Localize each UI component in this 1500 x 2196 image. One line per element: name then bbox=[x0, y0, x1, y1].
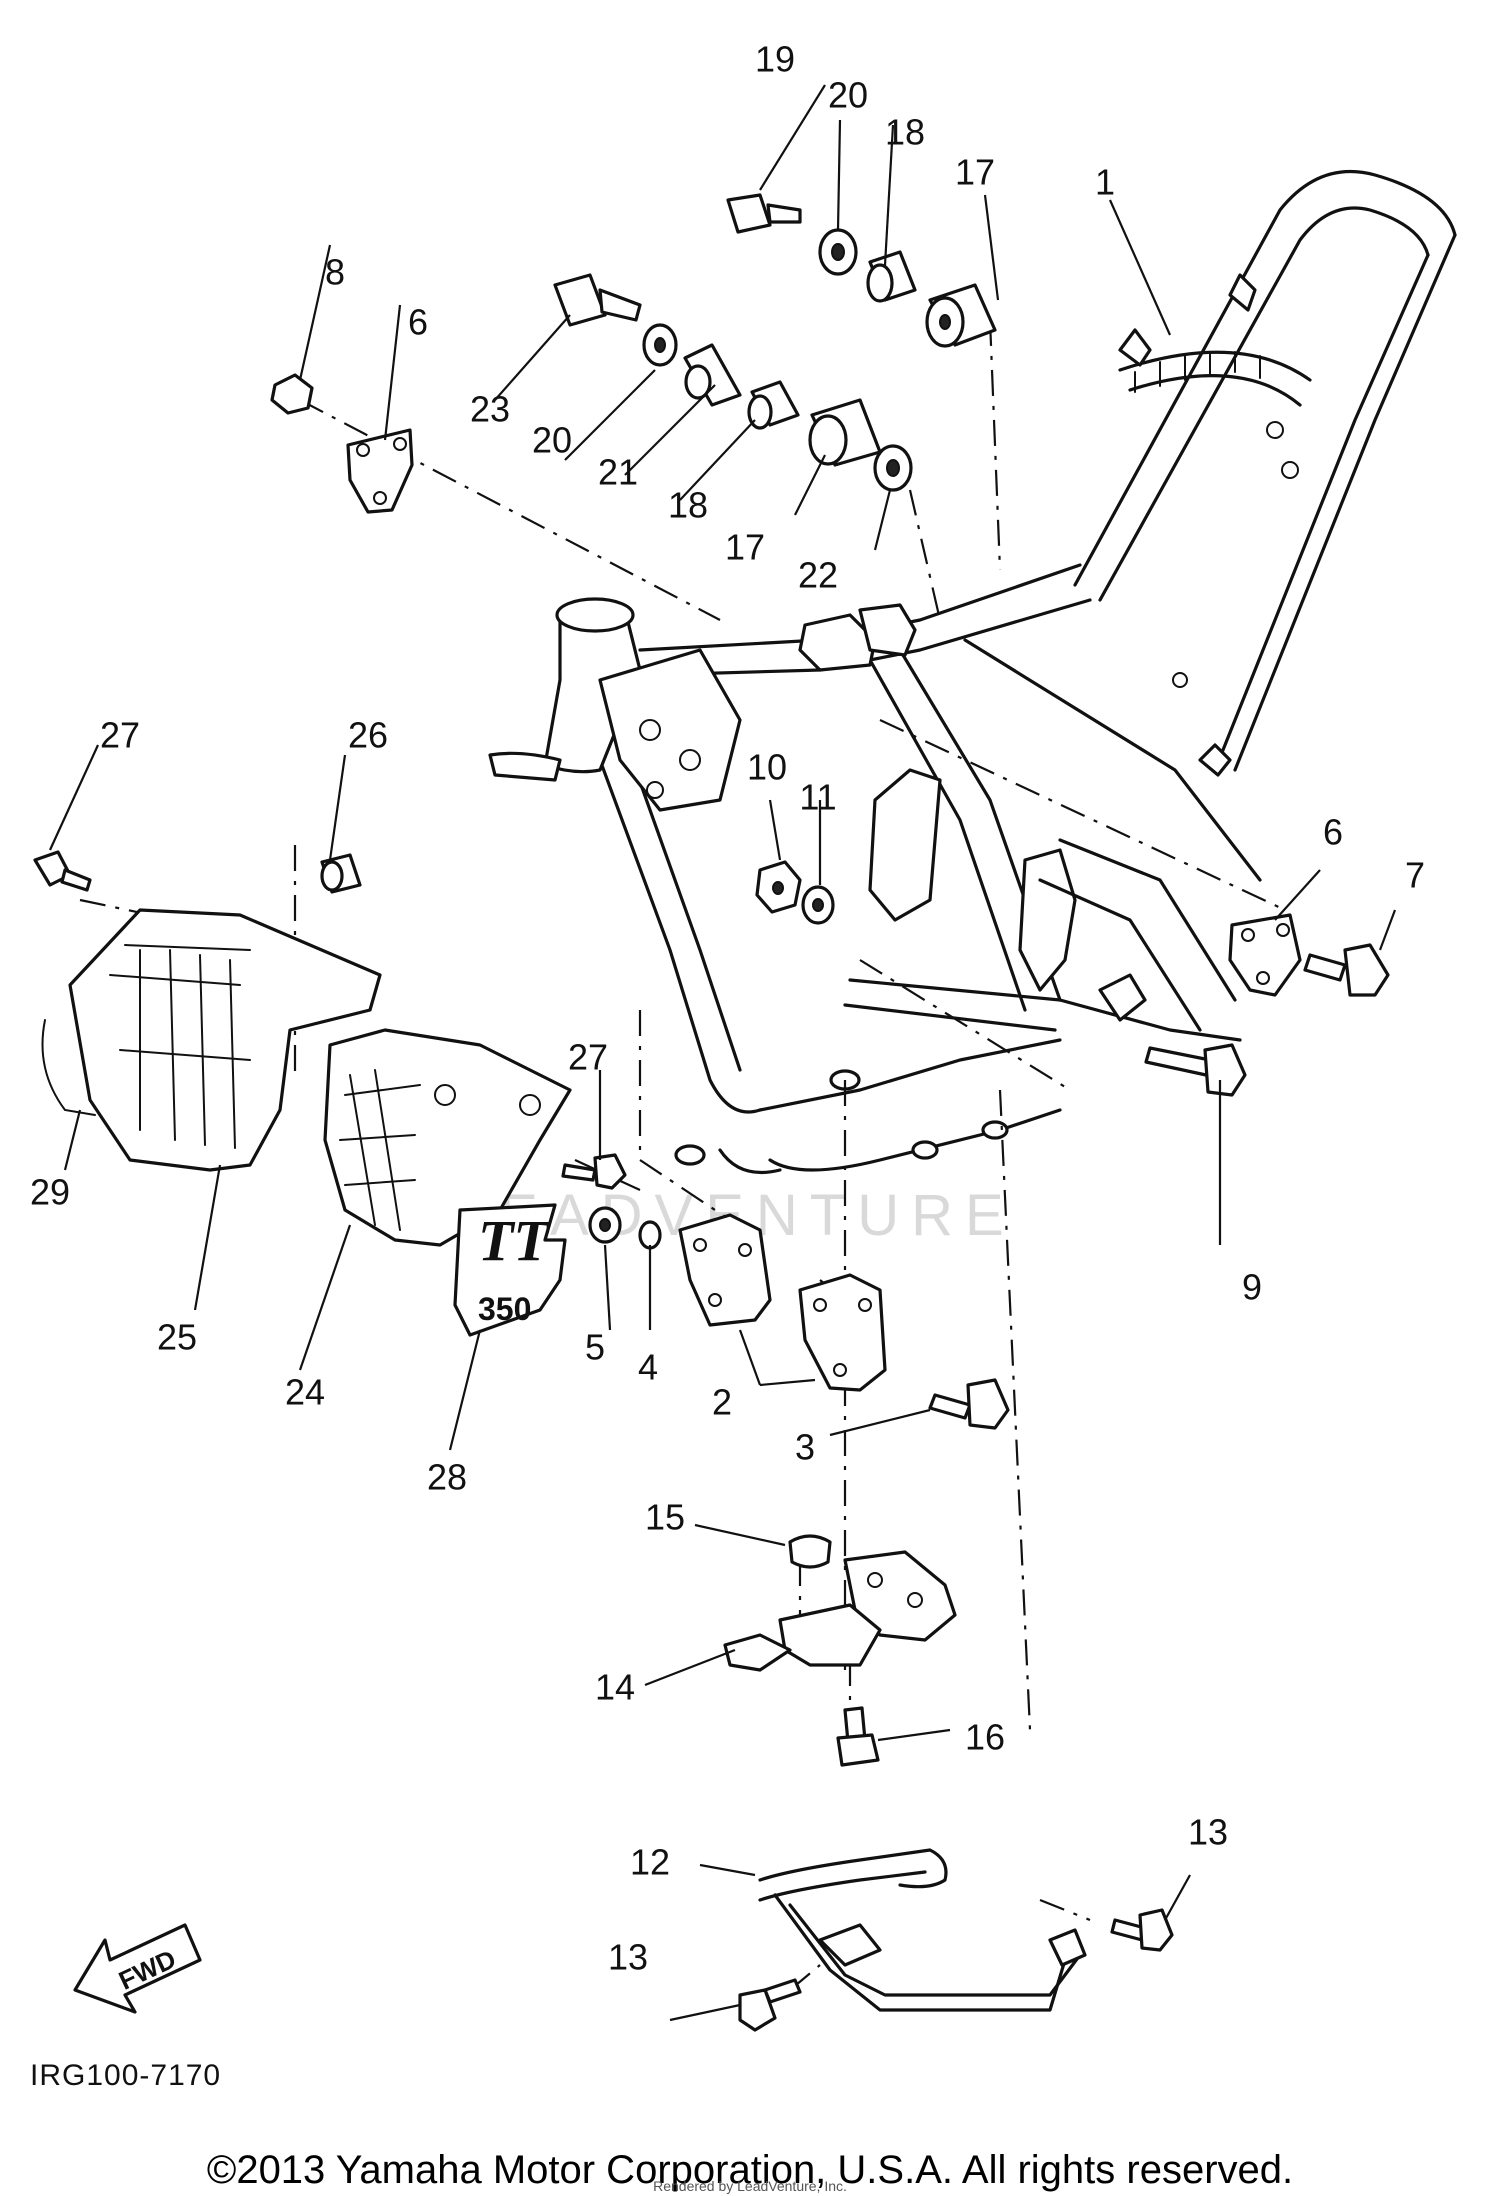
copyright-text: ©2013 Yamaha Motor Corporation, U.S.A. A… bbox=[206, 2148, 1294, 2192]
part-17-damper-top bbox=[925, 283, 997, 348]
part-15-cap bbox=[788, 1534, 832, 1569]
callout-5: 5 bbox=[585, 1327, 605, 1368]
callout-8: 8 bbox=[325, 252, 345, 293]
part-9-bolt bbox=[1144, 1043, 1247, 1097]
part-16-bolt bbox=[836, 1706, 880, 1767]
callout-1: 1 bbox=[1095, 162, 1115, 203]
callout-2: 2 bbox=[712, 1382, 732, 1423]
part-17-damper-lower bbox=[808, 398, 882, 467]
callout-12: 12 bbox=[630, 1842, 670, 1883]
part-14-bracket bbox=[723, 1550, 957, 1672]
callout-18-top: 18 bbox=[885, 112, 925, 153]
part-8-nut bbox=[270, 373, 314, 415]
callout-4: 4 bbox=[638, 1347, 658, 1388]
frame-assembly bbox=[488, 170, 1457, 1175]
part-19-bolt bbox=[726, 193, 802, 234]
callout-3: 3 bbox=[795, 1427, 815, 1468]
part-28-decal: TT 350 bbox=[453, 1203, 567, 1337]
part-27-bolt-left bbox=[33, 850, 92, 892]
callout-6-upper: 6 bbox=[408, 302, 428, 343]
callout-27-left: 27 bbox=[100, 715, 140, 756]
part-29-side-cover bbox=[41, 908, 382, 1172]
part-18-collar-top bbox=[866, 250, 917, 303]
decal-letters-text: TT bbox=[478, 1208, 551, 1273]
callout-22: 22 bbox=[798, 555, 838, 596]
part-4-collar bbox=[638, 1220, 662, 1250]
callout-16: 16 bbox=[965, 1717, 1005, 1758]
callout-21: 21 bbox=[598, 452, 638, 493]
part-2-bracket-left bbox=[678, 1213, 772, 1327]
part-13-bolt-left bbox=[738, 1978, 802, 2032]
callout-27-middle: 27 bbox=[568, 1037, 608, 1078]
part-6-plate-lower bbox=[1228, 913, 1302, 997]
callout-17-top: 17 bbox=[955, 152, 995, 193]
callout-6-lower: 6 bbox=[1323, 812, 1343, 853]
credit-text: Rendered by LeadVenture, Inc. bbox=[653, 2178, 847, 2194]
part-2-bracket-right bbox=[798, 1273, 887, 1392]
callout-13-left: 13 bbox=[608, 1937, 648, 1978]
callout-23: 23 bbox=[470, 389, 510, 430]
part-26-grommet bbox=[320, 853, 362, 894]
callout-15: 15 bbox=[645, 1497, 685, 1538]
leader-lines bbox=[48, 84, 1397, 2022]
callout-28: 28 bbox=[427, 1457, 467, 1498]
callout-18-lower: 18 bbox=[668, 485, 708, 526]
callout-25: 25 bbox=[157, 1317, 197, 1358]
callout-7: 7 bbox=[1405, 855, 1425, 896]
callout-20-lower: 20 bbox=[532, 420, 572, 461]
fwd-arrow: FWD bbox=[73, 1923, 202, 2014]
diagram-code: IRG100-7170 bbox=[30, 2059, 221, 2092]
part-6-plate-upper bbox=[346, 428, 414, 514]
callout-29: 29 bbox=[30, 1172, 70, 1213]
callout-19: 19 bbox=[755, 39, 795, 80]
part-13-bolt-right bbox=[1110, 1908, 1174, 1952]
part-7-bolt bbox=[1303, 943, 1390, 997]
callout-numbers: 1 2 3 4 5 6 6 7 8 9 10 11 12 13 13 14 15… bbox=[30, 39, 1425, 1978]
decal-model-text: 350 bbox=[478, 1291, 531, 1327]
callout-13-right: 13 bbox=[1188, 1812, 1228, 1853]
callout-17-lower: 17 bbox=[725, 527, 765, 568]
callout-10: 10 bbox=[747, 747, 787, 788]
part-23-bolt bbox=[553, 273, 642, 327]
part-3-bolt bbox=[928, 1378, 1010, 1430]
callout-14: 14 bbox=[595, 1667, 635, 1708]
part-12-guard bbox=[758, 1848, 1087, 2012]
callout-9: 9 bbox=[1242, 1267, 1262, 1308]
callout-24: 24 bbox=[285, 1372, 325, 1413]
part-27-bolt-middle bbox=[561, 1153, 627, 1190]
callout-26: 26 bbox=[348, 715, 388, 756]
callout-11: 11 bbox=[799, 777, 836, 818]
part-10-nut bbox=[755, 860, 802, 914]
callout-20-top: 20 bbox=[828, 75, 868, 116]
